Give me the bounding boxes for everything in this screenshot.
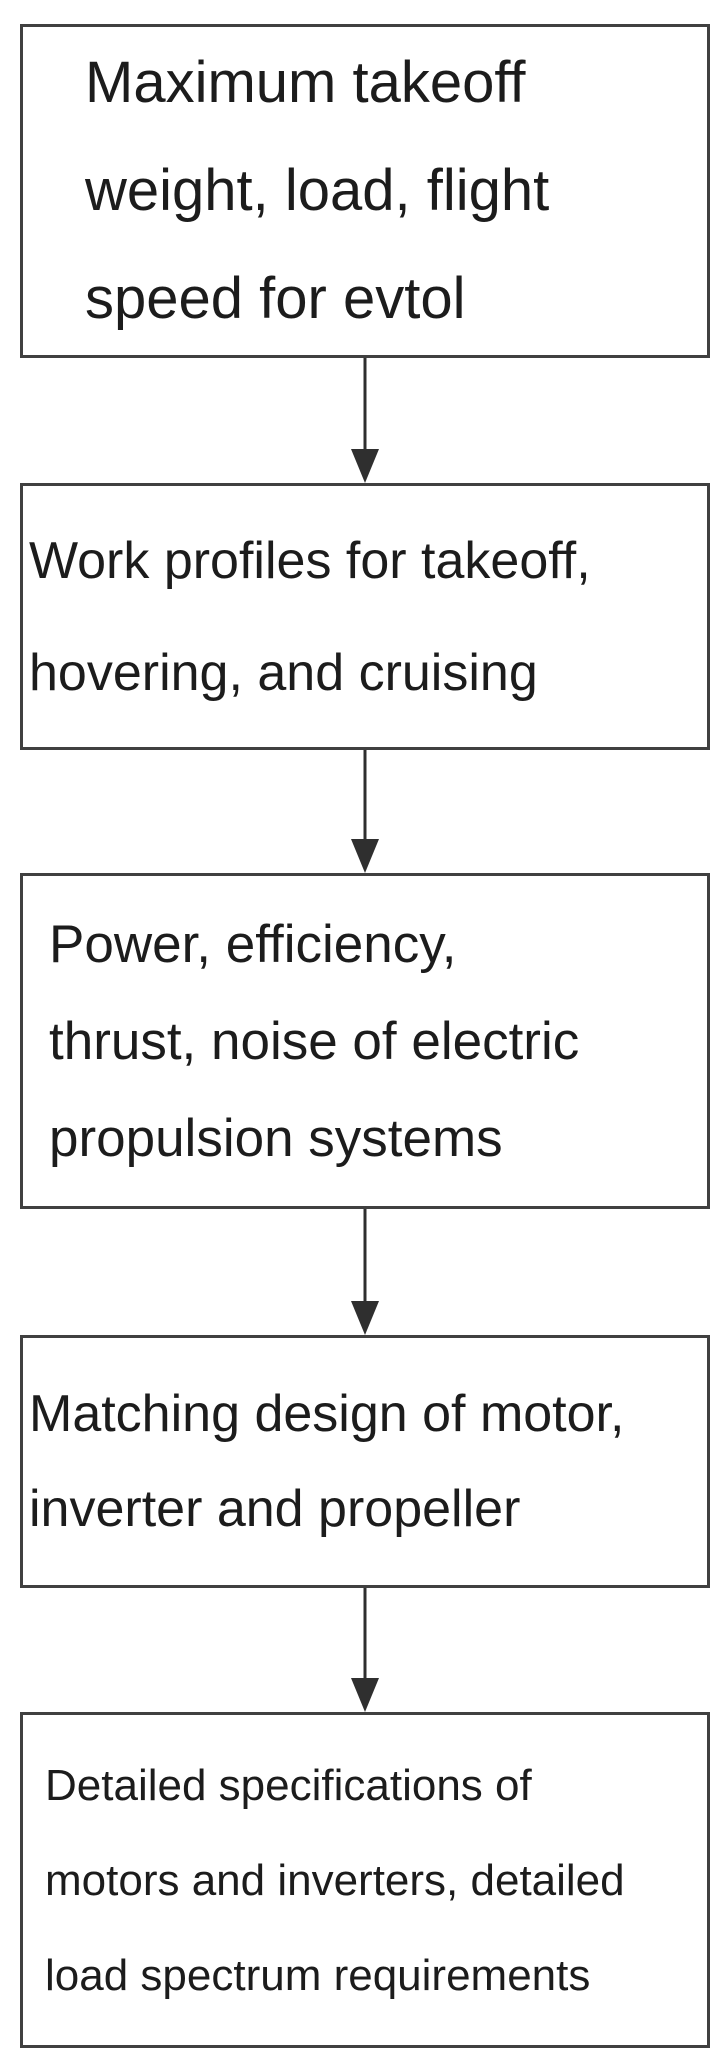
flow-node-text-line: speed for evtol [85,266,466,331]
flow-node-text-line: propulsion systems [49,1108,503,1168]
arrow-shaft [363,1588,367,1684]
flow-node-text-line: load spectrum requirements [45,1950,591,2000]
flow-node-text-line: thrust, noise of electric [49,1011,580,1071]
arrow-head-icon [351,1678,379,1712]
flow-node-text-line: inverter and propeller [29,1479,521,1538]
flow-node-text-line: Work profiles for takeoff, [29,531,591,590]
flow-node-text-line: weight, load, flight [85,158,550,223]
arrow-head-icon [351,839,379,873]
flow-arrow-4 [350,1588,380,1712]
arrow-head-icon [351,449,379,483]
flow-arrow-1 [350,358,380,483]
flow-node-text-line: Power, efficiency, [49,914,457,974]
flow-node-text-line: Matching design of motor, [29,1384,625,1443]
flow-node-work-profiles: Work profiles for takeoff, hovering, and… [20,483,710,750]
flow-node-text-line: motors and inverters, detailed [45,1855,625,1905]
flow-node-text-line: Detailed specifications of [45,1760,532,1810]
flow-node-text-line: hovering, and cruising [29,643,538,702]
arrow-shaft [363,750,367,845]
arrow-shaft [363,1209,367,1307]
flow-node-detailed-specifications: Detailed specifications of motors and in… [20,1712,710,2048]
flow-node-text-line: Maximum takeoff [85,50,526,115]
flow-node-matching-design: Matching design of motor, inverter and p… [20,1335,710,1588]
flow-node-propulsion-characteristics: Power, efficiency, thrust, noise of elec… [20,873,710,1209]
flow-arrow-2 [350,750,380,873]
arrow-head-icon [351,1301,379,1335]
flow-node-evtol-requirements: Maximum takeoff weight, load, flight spe… [20,24,710,358]
flow-arrow-3 [350,1209,380,1335]
arrow-shaft [363,358,367,455]
